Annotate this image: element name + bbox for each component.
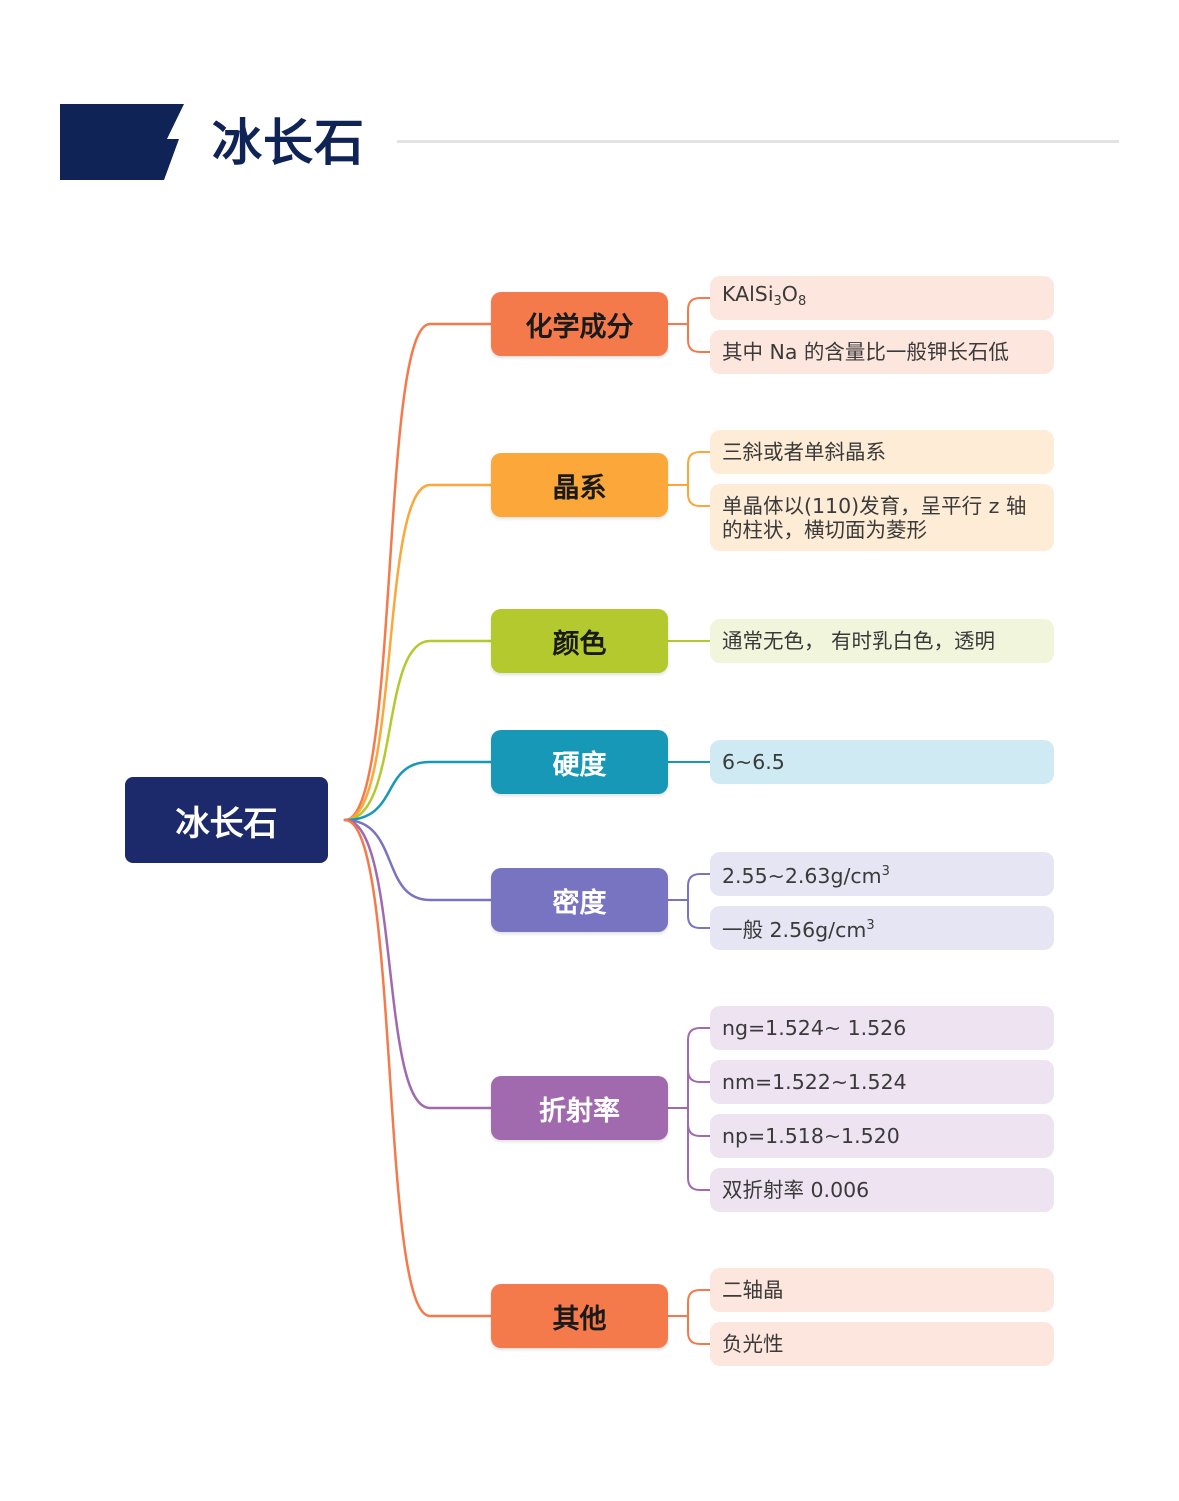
root-to-branch-connector xyxy=(343,322,493,822)
subscript-text: 3 xyxy=(773,294,782,309)
leaf-text-part: 单晶体以(110)发育，呈平行 z 轴的柱状，横切面为菱形 xyxy=(722,493,1027,542)
leaf-text: KAlSi3O8 xyxy=(722,282,806,314)
branch-node: 折射率 xyxy=(491,1076,668,1140)
bracket-bottom-connector xyxy=(687,899,711,929)
leaf-text: 一般 2.56g/cm3 xyxy=(722,914,875,942)
leaf-node: 负光性 xyxy=(710,1322,1054,1366)
leaf-node: 一般 2.56g/cm3 xyxy=(710,906,1054,950)
leaf-text-part: 负光性 xyxy=(722,1332,784,1356)
bracket-top-connector xyxy=(687,1027,711,1109)
leaf-text-part: 6~6.5 xyxy=(722,750,785,774)
leaf-node: KAlSi3O8 xyxy=(710,276,1054,320)
bracket-bottom-connector xyxy=(687,1107,711,1191)
root-to-branch-connector xyxy=(343,483,493,822)
leaf-node: 其中 Na 的含量比一般钾长石低 xyxy=(710,330,1054,374)
leaf-text: 三斜或者单斜晶系 xyxy=(722,440,886,464)
branch-node: 硬度 xyxy=(491,730,668,794)
leaf-node: 单晶体以(110)发育，呈平行 z 轴的柱状，横切面为菱形 xyxy=(710,484,1054,551)
branch-node: 晶系 xyxy=(491,453,668,517)
branch-node: 化学成分 xyxy=(491,292,668,356)
branch-node: 密度 xyxy=(491,868,668,932)
leaf-node: ng=1.524~ 1.526 xyxy=(710,1006,1054,1050)
branch-label: 折射率 xyxy=(539,1095,620,1127)
bracket-mid-connector xyxy=(687,1123,711,1137)
leaf-text-part: O xyxy=(781,282,798,306)
leaf-text-part: 二轴晶 xyxy=(722,1278,784,1302)
leaf-node: np=1.518~1.520 xyxy=(710,1114,1054,1158)
leaf-text: 其中 Na 的含量比一般钾长石低 xyxy=(722,340,1009,364)
leaf-text: 通常无色， 有时乳白色，透明 xyxy=(722,629,995,653)
branch-label: 密度 xyxy=(552,887,607,919)
header-divider xyxy=(397,140,1119,143)
leaf-text: 双折射率 0.006 xyxy=(722,1178,869,1202)
header-accent-block xyxy=(60,104,184,180)
superscript-text: 3 xyxy=(881,864,890,879)
root-to-branch-connector xyxy=(343,818,493,1110)
bracket-mid-connector xyxy=(687,1069,711,1083)
leaf-text-part: ng=1.524~ 1.526 xyxy=(722,1016,907,1040)
leaf-text-part: 其中 Na 的含量比一般钾长石低 xyxy=(722,340,1009,364)
subscript-text: 8 xyxy=(797,294,807,309)
leaf-text-part: 双折射率 0.006 xyxy=(722,1178,870,1202)
root-to-branch-connector xyxy=(343,760,493,822)
root-label: 冰长石 xyxy=(175,803,278,844)
leaf-text: 负光性 xyxy=(722,1332,784,1356)
leaf-text-part: 2.55~2.63g/cm xyxy=(722,864,882,888)
bracket-top-connector xyxy=(687,297,711,325)
bracket-bottom-connector xyxy=(687,484,711,507)
bracket-bottom-connector xyxy=(687,1315,711,1345)
leaf-text-part: 三斜或者单斜晶系 xyxy=(722,440,886,464)
mindmap-root-node: 冰长石 xyxy=(125,777,328,863)
branch-label: 其他 xyxy=(552,1303,607,1335)
leaf-node: 6~6.5 xyxy=(710,740,1054,784)
branch-node: 其他 xyxy=(491,1284,668,1348)
leaf-text: 2.55~2.63g/cm3 xyxy=(722,860,890,888)
leaf-text: 单晶体以(110)发育，呈平行 z 轴的柱状，横切面为菱形 xyxy=(722,494,1042,542)
branch-label: 颜色 xyxy=(552,628,607,660)
leaf-text-part: np=1.518~1.520 xyxy=(722,1124,900,1148)
branch-label: 晶系 xyxy=(552,472,607,504)
leaf-text-part: 一般 2.56g/cm xyxy=(722,918,867,942)
leaf-node: 二轴晶 xyxy=(710,1268,1054,1312)
leaf-text: ng=1.524~ 1.526 xyxy=(722,1016,906,1040)
root-to-branch-connector xyxy=(343,818,493,1318)
leaf-text-part: 通常无色， 有时乳白色，透明 xyxy=(722,629,996,653)
leaf-text: 6~6.5 xyxy=(722,750,785,774)
leaf-text: 二轴晶 xyxy=(722,1278,784,1302)
branch-label: 化学成分 xyxy=(525,311,634,343)
root-to-branch-connector xyxy=(343,639,493,822)
leaf-node: 三斜或者单斜晶系 xyxy=(710,430,1054,474)
leaf-node: 通常无色， 有时乳白色，透明 xyxy=(710,619,1054,663)
bracket-top-connector xyxy=(687,1289,711,1317)
leaf-node: 2.55~2.63g/cm3 xyxy=(710,852,1054,896)
leaf-text-part: KAlSi xyxy=(722,282,774,306)
leaf-text: np=1.518~1.520 xyxy=(722,1124,900,1148)
root-to-branch-connector xyxy=(343,818,493,902)
leaf-node: nm=1.522~1.524 xyxy=(710,1060,1054,1104)
superscript-text: 3 xyxy=(866,918,875,933)
bracket-bottom-connector xyxy=(687,323,711,353)
page-title: 冰长石 xyxy=(212,114,365,172)
bracket-top-connector xyxy=(687,451,711,486)
bracket-top-connector xyxy=(687,873,711,901)
branch-label: 硬度 xyxy=(552,749,607,781)
leaf-text: nm=1.522~1.524 xyxy=(722,1070,907,1094)
leaf-text-part: nm=1.522~1.524 xyxy=(722,1070,907,1094)
branch-node: 颜色 xyxy=(491,609,668,673)
leaf-node: 双折射率 0.006 xyxy=(710,1168,1054,1212)
